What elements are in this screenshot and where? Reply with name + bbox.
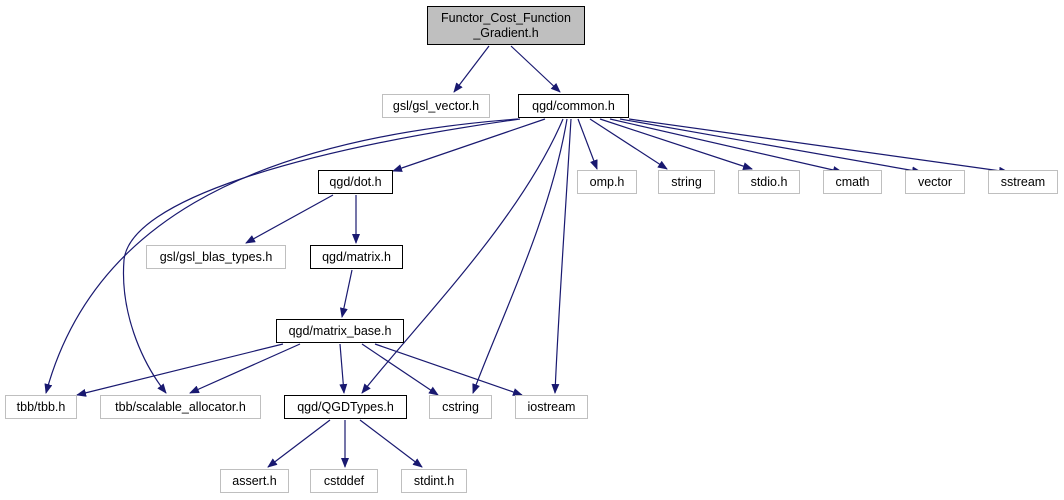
- node-stdio[interactable]: stdio.h: [738, 170, 800, 194]
- edge-common-scalable-allocator: [122, 118, 521, 394]
- node-omp[interactable]: omp.h: [577, 170, 637, 194]
- edge-matrix-matrix-base: [339, 269, 353, 318]
- edge-matrix-base-iostream: [374, 343, 523, 396]
- edge-common-qgdtypes: [361, 118, 564, 394]
- node-sstream[interactable]: sstream: [988, 170, 1058, 194]
- node-cstddef[interactable]: cstddef: [310, 469, 378, 493]
- node-cstring[interactable]: cstring: [429, 395, 492, 419]
- edge-common-omp: [577, 118, 598, 170]
- node-assert[interactable]: assert.h: [220, 469, 289, 493]
- edge-common-tbb: [44, 118, 519, 394]
- node-qgd-common[interactable]: qgd/common.h: [518, 94, 629, 118]
- node-gsl-vector[interactable]: gsl/gsl_vector.h: [382, 94, 490, 118]
- edge-common-cstring: [472, 118, 568, 394]
- node-qgd-qgdtypes[interactable]: qgd/QGDTypes.h: [284, 395, 407, 419]
- edge-root-gsl-vector: [453, 45, 490, 93]
- root-label-line2: _Gradient.h: [473, 25, 539, 40]
- edge-common-iostream: [551, 118, 572, 394]
- edge-common-vector: [619, 118, 922, 175]
- edge-dot-gsl-blas-types: [245, 194, 334, 244]
- edge-matrix-base-tbb: [76, 343, 284, 397]
- node-qgd-matrix-base[interactable]: qgd/matrix_base.h: [276, 319, 404, 343]
- edge-common-dot: [392, 118, 546, 172]
- node-string[interactable]: string: [658, 170, 715, 194]
- edge-qgdtypes-stdint: [359, 419, 423, 468]
- node-tbb-scalable-allocator[interactable]: tbb/scalable_allocator.h: [100, 395, 261, 419]
- edge-qgdtypes-assert: [267, 419, 331, 468]
- node-vector[interactable]: vector: [905, 170, 965, 194]
- edge-matrix-base-scalable-allocator: [189, 343, 301, 394]
- node-tbb[interactable]: tbb/tbb.h: [5, 395, 77, 419]
- edge-root-common: [510, 45, 561, 93]
- node-iostream[interactable]: iostream: [515, 395, 588, 419]
- edge-common-sstream: [628, 118, 1009, 175]
- node-functor-cost-function-gradient[interactable]: Functor_Cost_Function _Gradient.h: [427, 6, 585, 45]
- root-label-line1: Functor_Cost_Function: [441, 10, 571, 25]
- edge-common-string: [589, 118, 668, 170]
- node-cmath[interactable]: cmath: [823, 170, 882, 194]
- node-qgd-matrix[interactable]: qgd/matrix.h: [310, 245, 403, 269]
- edge-matrix-base-qgdtypes: [339, 343, 348, 394]
- node-qgd-dot[interactable]: qgd/dot.h: [318, 170, 393, 194]
- edge-common-cmath: [609, 118, 843, 174]
- node-gsl-blas-types[interactable]: gsl/gsl_blas_types.h: [146, 245, 286, 269]
- edge-matrix-base-cstring: [361, 343, 439, 396]
- edge-common-stdio: [599, 118, 753, 170]
- node-stdint[interactable]: stdint.h: [401, 469, 467, 493]
